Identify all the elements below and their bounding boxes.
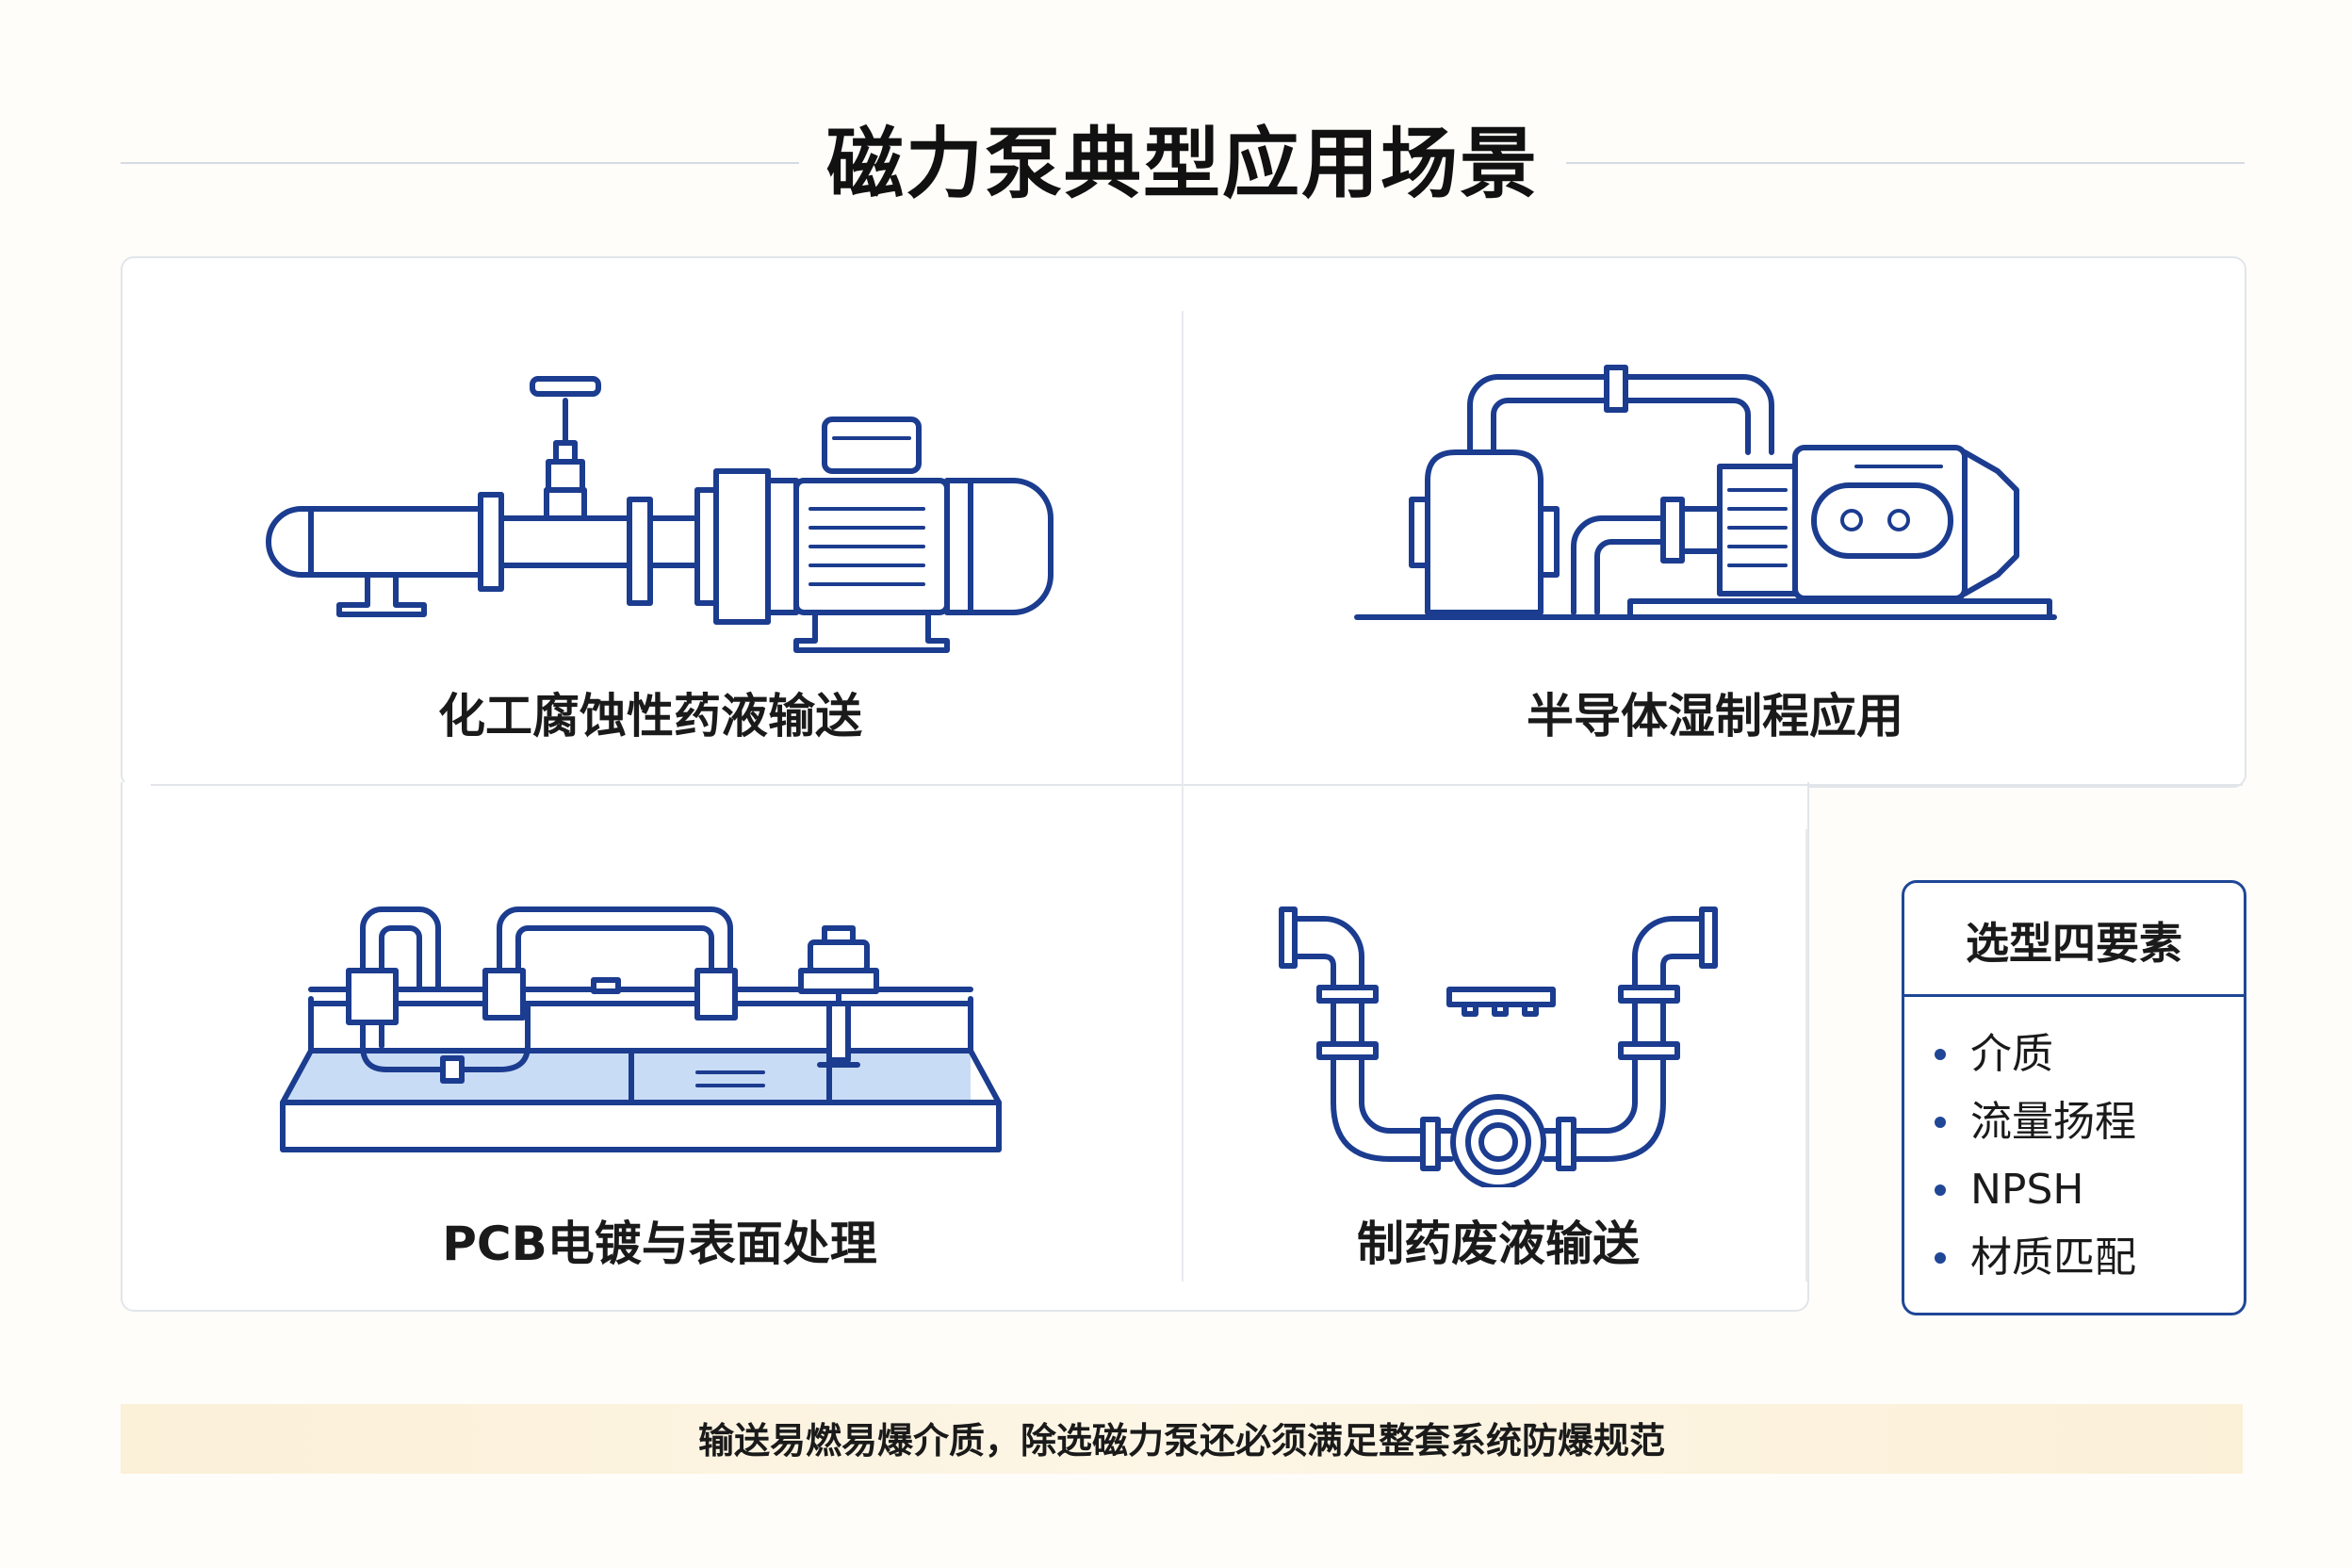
scenario-chemical: 化工腐蚀性药液输送 (245, 358, 1055, 773)
list-item: 材质匹配 (1935, 1224, 2136, 1292)
scenario-pharma: 制药废液输送 (1253, 886, 1743, 1282)
panel-divider-horizontal (151, 784, 2243, 786)
selection-factors-box: 选型四要素 介质 流量扬程 NPSH 材质匹配 (1902, 880, 2246, 1315)
page-title: 磁力泵典型应用场景 (825, 120, 1539, 209)
scenario-panel-bottom (121, 782, 1809, 1312)
list-item: 流量扬程 (1935, 1088, 2136, 1156)
bullet-icon (1935, 1184, 1946, 1196)
pcb-plating-tank-icon (280, 906, 1002, 1152)
semiconductor-wet-process-icon (1354, 365, 2057, 620)
selection-divider (1904, 994, 2244, 997)
scenario-caption: 半导体湿制程应用 (1527, 689, 1903, 743)
panel-divider-vertical-2 (1805, 829, 1807, 1282)
bullet-icon (1935, 1117, 1946, 1128)
scenario-caption: 制药废液输送 (1357, 1217, 1640, 1271)
bullet-icon (1935, 1252, 1946, 1264)
title-rule-left (121, 162, 799, 164)
scenario-caption: 化工腐蚀性药液输送 (438, 689, 862, 743)
pharma-waste-piping-icon (1279, 906, 1718, 1187)
list-item: 介质 (1935, 1021, 2136, 1088)
scenario-pcb: PCB电镀与表面处理 (254, 886, 1065, 1282)
panel-divider-vertical (1182, 311, 1184, 1282)
chemical-pump-pipeline-icon (266, 376, 1054, 653)
list-item: NPSH (1935, 1156, 2136, 1224)
scenario-caption: PCB电镀与表面处理 (442, 1217, 877, 1271)
selection-title: 选型四要素 (1966, 918, 2182, 969)
title-area: 磁力泵典型应用场景 (121, 113, 2245, 226)
footer-text: 输送易燃易爆介质，除选磁力泵还必须满足整套系统防爆规范 (697, 1420, 1665, 1462)
bullet-icon (1935, 1049, 1946, 1060)
selection-list: 介质 流量扬程 NPSH 材质匹配 (1935, 1021, 2136, 1292)
title-rule-right (1566, 162, 2245, 164)
scenario-semiconductor: 半导体湿制程应用 (1338, 358, 2092, 773)
footer-note: 输送易燃易爆介质，除选磁力泵还必须满足整套系统防爆规范 (121, 1404, 2243, 1474)
